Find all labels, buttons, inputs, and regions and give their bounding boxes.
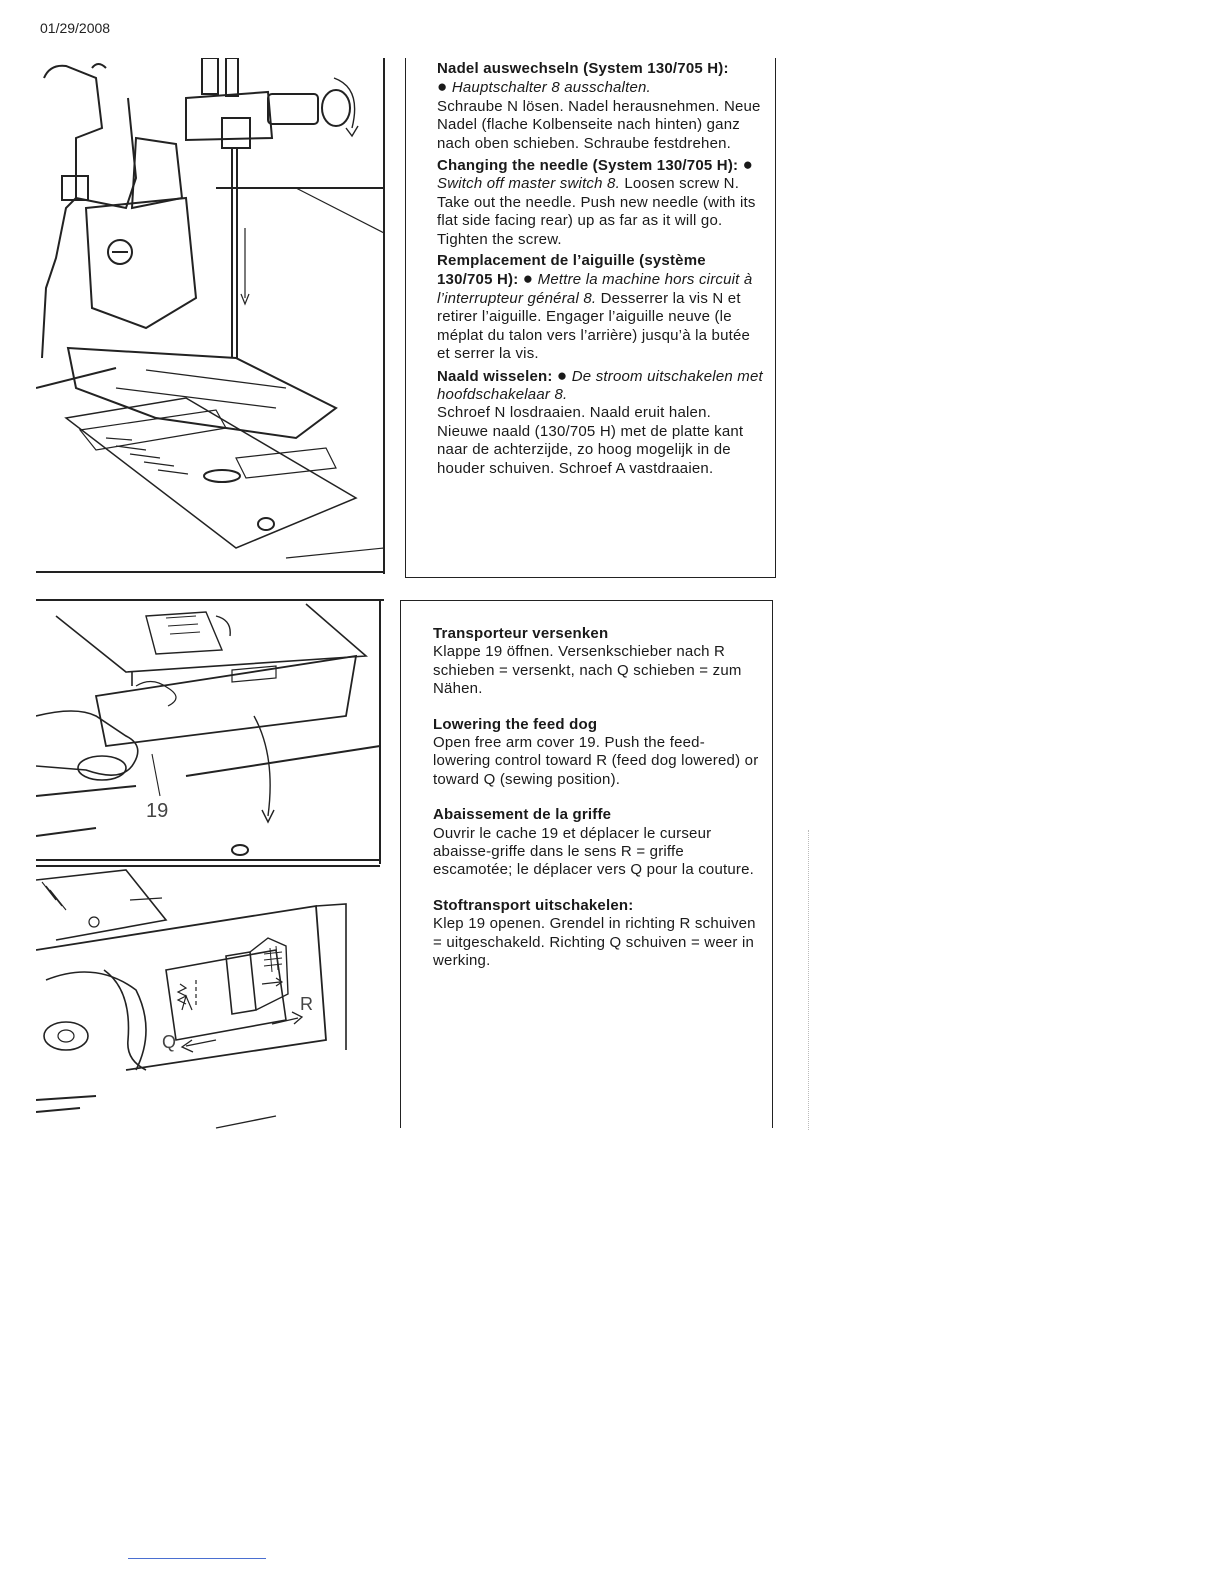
feed-dog-instructions: Transporteur versenken Klappe 19 öffnen.… xyxy=(400,600,773,1128)
needle-dutch-step: De stroom uitschakelen met hoofdschakela… xyxy=(437,367,763,403)
needle-french-heading: Remplacement de l’aiguille (système 130/… xyxy=(437,252,706,289)
needle-english-step: Switch off master switch 8. xyxy=(437,175,620,193)
slider-r-label: R xyxy=(300,994,313,1014)
bullet-icon: ● xyxy=(522,269,534,289)
needle-french-step: Mettre la machine hors circuit à l’inter… xyxy=(437,271,753,307)
feed-dutch: Stoftransport uitschakelen: Klep 19 open… xyxy=(433,897,762,971)
feed-english-heading: Lowering the feed dog xyxy=(433,715,598,733)
needle-english-body: Loosen screw N. Take out the needle. Pus… xyxy=(437,175,756,248)
feed-german-body: Klappe 19 öffnen. Versenkschieber nach R… xyxy=(433,643,742,698)
feed-english: Lowering the feed dog Open free arm cove… xyxy=(433,716,762,790)
needle-dutch-body: Schroef N losdraaien. Naald eruit halen.… xyxy=(437,404,744,477)
bullet-icon: ● xyxy=(742,155,754,175)
footer-rule xyxy=(128,1558,266,1559)
slider-q-label: Q xyxy=(162,1032,177,1052)
bullet-icon: ● xyxy=(437,77,448,97)
feed-german-heading: Transporteur versenken xyxy=(433,625,609,642)
header-date: 01/29/2008 xyxy=(40,20,111,36)
needle-german-step: Hauptschalter 8 ausschalten. xyxy=(451,79,651,97)
scan-edge-mark xyxy=(808,830,809,1130)
needle-dutch-heading: Naald wisselen: xyxy=(437,367,553,385)
feed-french-body: Ouvrir le cache 19 et déplacer le curseu… xyxy=(433,824,755,879)
feed-french-heading: Abaissement de la griffe xyxy=(433,806,612,824)
bullet-icon: ● xyxy=(556,365,568,385)
needle-german-body: Schraube N lösen. Nadel herausnehmen. Ne… xyxy=(437,97,761,152)
feed-english-body: Open free arm cover 19. Push the feed-lo… xyxy=(433,734,759,788)
needle-dutch: Naald wisselen: ● De stroom uitschakelen… xyxy=(437,365,765,478)
needle-french: Remplacement de l’aiguille (système 130/… xyxy=(437,252,765,363)
needle-german: Nadel auswechseln (System 130/705 H): ● … xyxy=(437,60,765,153)
needle-german-heading: Nadel auswechseln (System 130/705 H): xyxy=(437,60,729,77)
needle-french-body: Desserrer la vis N et retirer l’aiguille… xyxy=(437,289,751,363)
free-arm-cover-illustration: 19 xyxy=(36,596,386,866)
feed-dog-slider-illustration: Q R xyxy=(36,860,386,1130)
needle-change-instructions: Nadel auswechseln (System 130/705 H): ● … xyxy=(405,58,776,578)
cover-number-label: 19 xyxy=(146,800,169,822)
feed-french: Abaissement de la griffe Ouvrir le cache… xyxy=(433,806,762,880)
feed-dutch-heading: Stoftransport uitschakelen: xyxy=(433,896,634,914)
needle-change-illustration xyxy=(36,58,386,576)
feed-dutch-body: Klep 19 openen. Grendel in richting R sc… xyxy=(433,915,756,970)
needle-english: Changing the needle (System 130/705 H): … xyxy=(437,155,765,249)
feed-german: Transporteur versenken Klappe 19 öffnen.… xyxy=(433,625,762,699)
needle-english-heading: Changing the needle (System 130/705 H): xyxy=(437,157,739,175)
